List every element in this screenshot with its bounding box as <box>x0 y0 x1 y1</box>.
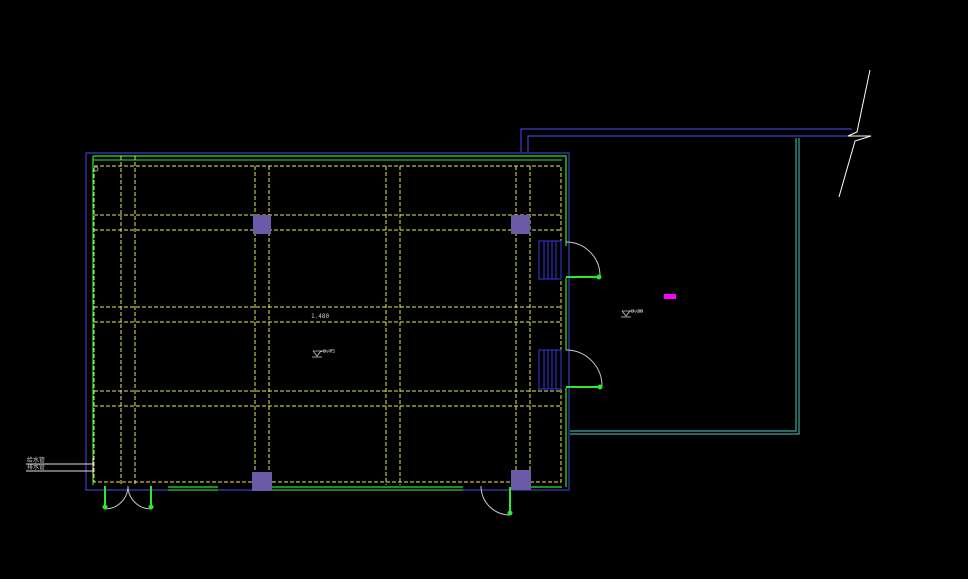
break-line-symbol <box>838 69 872 198</box>
grid-perimeter <box>93 165 562 483</box>
level-symbol-right <box>621 310 643 318</box>
main-level-text: -0.75 <box>320 349 335 355</box>
door-bottom-right-arc <box>480 485 511 516</box>
stairs-upper <box>538 240 562 280</box>
legend-label-supply: 给水管 <box>27 456 45 464</box>
center-dimension-text: 1.480 <box>311 313 329 320</box>
magenta-marker <box>664 294 676 299</box>
column-bottom-middle <box>252 472 272 491</box>
terrace-outline <box>520 128 852 435</box>
legend-label-drain: 排水管 <box>27 463 45 471</box>
columns <box>252 215 531 491</box>
outer-green-wall-top <box>93 155 567 246</box>
terrace-outer-blue-line <box>520 128 852 152</box>
column-top-right <box>511 215 530 234</box>
doors <box>102 241 603 516</box>
main-room-walls <box>85 152 570 491</box>
terrace-inner-blue-line <box>527 135 852 152</box>
door-bottom-left-arc-2 <box>127 485 152 510</box>
door-bottom-left-arc-1 <box>104 485 129 510</box>
stairs-lower <box>538 349 562 390</box>
door-lower-arc <box>565 349 603 387</box>
right-level-text: -0.30 <box>628 309 643 315</box>
column-top-middle <box>253 215 271 234</box>
level-symbol-main <box>312 350 332 358</box>
column-bottom-right <box>511 470 531 490</box>
door-upper-arc <box>565 241 601 277</box>
structural-grid <box>93 156 562 485</box>
pipe-legend: 给水管 排水管 <box>26 456 94 474</box>
corner-marker <box>93 166 99 172</box>
terrace-outer-teal-line <box>570 138 800 435</box>
terrace-inner-teal-line <box>570 138 797 432</box>
